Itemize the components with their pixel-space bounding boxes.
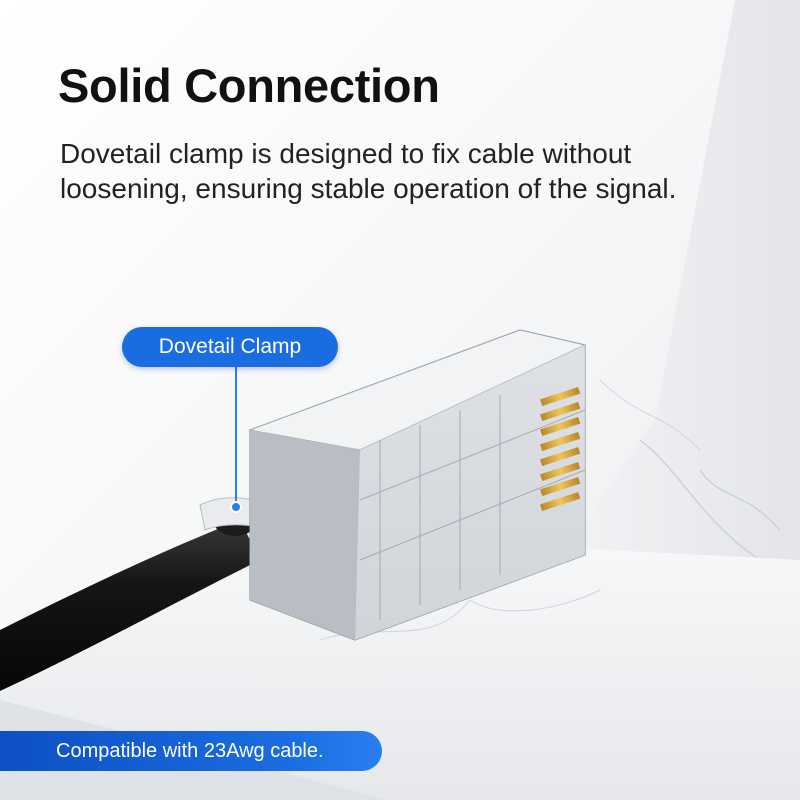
description-line-1: Dovetail clamp is designed to fix cable … <box>60 138 632 169</box>
callout-dot <box>230 501 242 513</box>
compatibility-banner: Compatible with 23Awg cable. <box>0 731 382 771</box>
banner-label: Compatible with 23Awg cable. <box>56 739 324 762</box>
description: Dovetail clamp is designed to fix cable … <box>60 136 750 206</box>
headline: Solid Connection <box>58 59 440 112</box>
callout-label: Dovetail Clamp <box>158 335 302 358</box>
description-line-2: loosening, ensuring stable operation of … <box>60 173 677 204</box>
gold-contacts <box>540 386 581 511</box>
cable <box>0 520 260 691</box>
dovetail-clamp-callout: Dovetail Clamp <box>122 327 338 367</box>
